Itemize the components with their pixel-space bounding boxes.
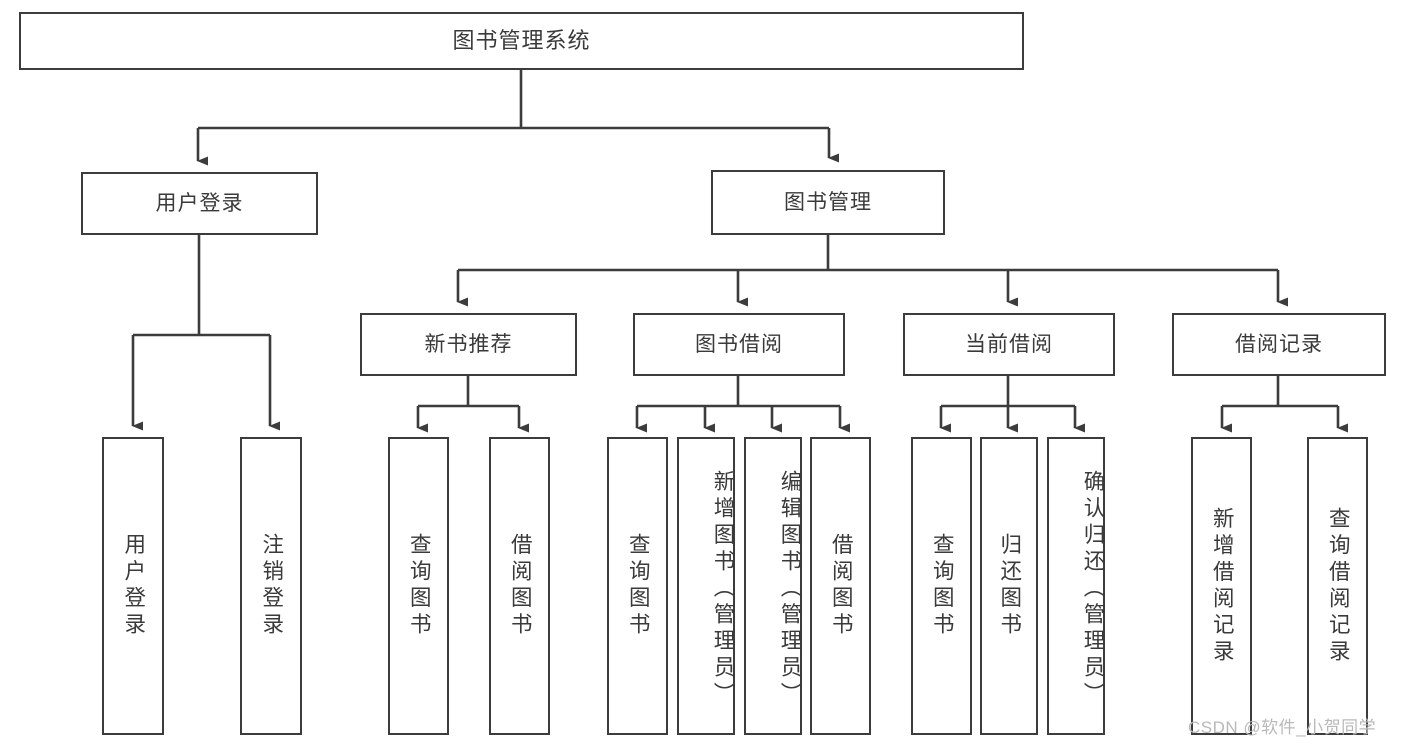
node-borrow-record[interactable]: 借阅记录 xyxy=(1172,313,1386,376)
node-user-login[interactable]: 用户登录 xyxy=(81,172,318,235)
node-current-borrow[interactable]: 当前借阅 xyxy=(903,313,1115,376)
leaf-borrow-query-book[interactable]: 查询图书 xyxy=(607,437,668,735)
node-label: 借阅图书 xyxy=(829,533,854,639)
csdn-watermark: CSDN @软件_小贺同学 xyxy=(1188,718,1377,737)
leaf-borrow-edit-book-admin[interactable]: 编辑图书（管理员） xyxy=(744,437,802,735)
node-book-management[interactable]: 图书管理 xyxy=(711,170,945,235)
node-label: 借阅图书 xyxy=(508,533,533,639)
node-label: 查询图书 xyxy=(626,533,651,639)
leaf-user-login-logout[interactable]: 注销登录 xyxy=(240,437,302,735)
node-label: 查询图书 xyxy=(407,533,432,639)
node-label: 图书借阅 xyxy=(695,332,783,356)
node-label: 查询图书 xyxy=(930,533,955,639)
node-label: 用户登录 xyxy=(121,533,146,639)
node-label: 借阅记录 xyxy=(1235,332,1323,356)
leaf-record-add-borrow-record[interactable]: 新增借阅记录 xyxy=(1191,437,1252,735)
leaf-borrow-lend-book[interactable]: 借阅图书 xyxy=(810,437,871,735)
node-label: 新书推荐 xyxy=(424,332,513,356)
node-label: 编辑图书（管理员） xyxy=(778,469,802,709)
node-root-book-management-system[interactable]: 图书管理系统 xyxy=(19,12,1024,70)
node-book-borrow[interactable]: 图书借阅 xyxy=(633,313,845,376)
leaf-recommend-query-book[interactable]: 查询图书 xyxy=(388,437,449,735)
node-label: 确认归还（管理员） xyxy=(1081,469,1105,709)
node-label: 新增借阅记录 xyxy=(1210,506,1235,666)
leaf-current-query-book[interactable]: 查询图书 xyxy=(911,437,972,735)
leaf-record-query-borrow-record[interactable]: 查询借阅记录 xyxy=(1307,437,1368,735)
leaf-recommend-borrow-book[interactable]: 借阅图书 xyxy=(489,437,550,735)
leaf-current-return-book[interactable]: 归还图书 xyxy=(980,437,1038,735)
node-label: 查询借阅记录 xyxy=(1326,506,1351,666)
node-label: 当前借阅 xyxy=(965,332,1053,356)
leaf-user-login-login[interactable]: 用户登录 xyxy=(102,437,164,735)
node-label: 图书管理 xyxy=(784,190,872,214)
node-new-book-recommend[interactable]: 新书推荐 xyxy=(360,313,577,376)
node-label: 注销登录 xyxy=(259,533,284,639)
node-label: 图书管理系统 xyxy=(452,27,591,53)
node-label: 新增图书（管理员） xyxy=(711,469,735,709)
node-label: 归还图书 xyxy=(997,533,1022,639)
leaf-current-confirm-return-admin[interactable]: 确认归还（管理员） xyxy=(1047,437,1105,735)
node-label: 用户登录 xyxy=(155,191,244,215)
leaf-borrow-add-book-admin[interactable]: 新增图书（管理员） xyxy=(677,437,735,735)
